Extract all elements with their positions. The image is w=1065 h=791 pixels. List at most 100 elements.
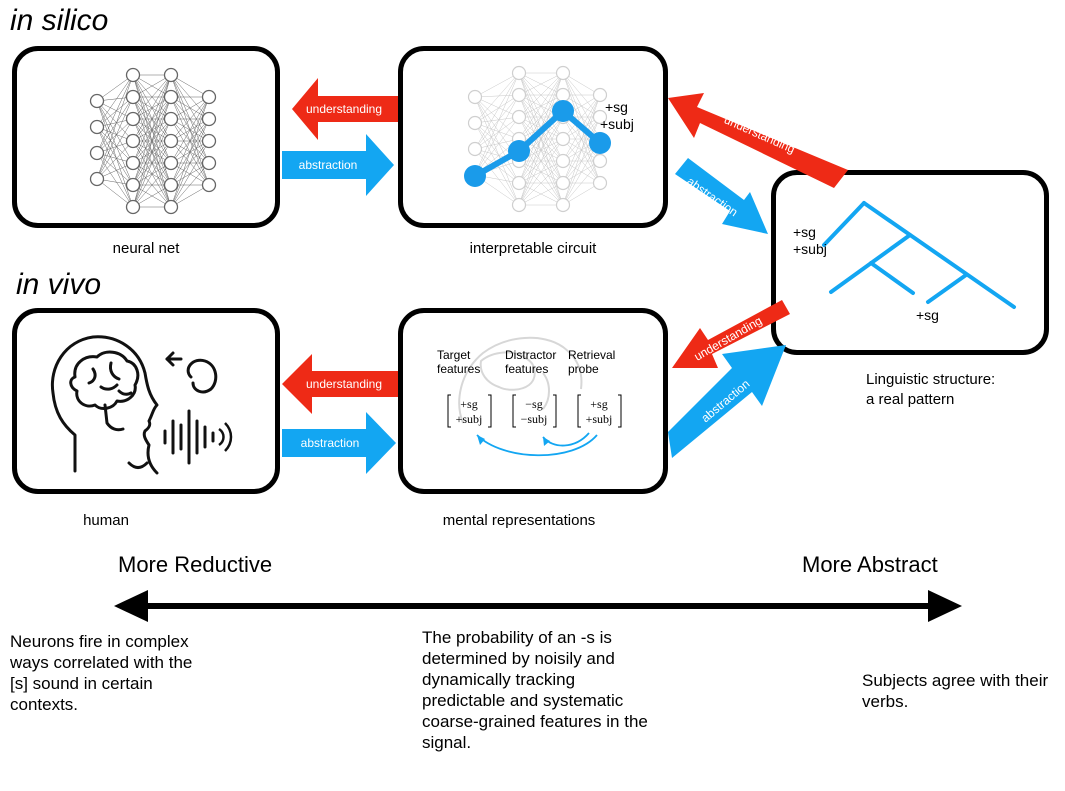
circuit-tag-subj: +subj	[600, 116, 634, 132]
arrow-label: understanding	[692, 313, 765, 363]
right-arrowhead	[928, 590, 962, 622]
retrieval-arrow-short	[542, 432, 590, 447]
circuit-path	[473, 108, 602, 179]
caption-line: Linguistic structure:	[866, 371, 996, 388]
arrowhead	[543, 437, 550, 446]
human-box	[12, 308, 280, 494]
network-edge	[96, 100, 134, 186]
target-heading-2: features	[437, 362, 480, 376]
network-edge	[562, 182, 601, 206]
arrow-label: abstraction	[299, 158, 358, 172]
network-node	[201, 111, 217, 127]
arrow-label: understanding	[306, 377, 382, 391]
network-edge	[474, 72, 520, 124]
probe-value-2: +subj	[586, 412, 613, 426]
network-node	[467, 115, 483, 131]
network-node	[201, 177, 217, 193]
middle-description: The probability of an -s is determined b…	[422, 628, 648, 752]
network-edge	[132, 118, 172, 208]
network-edge	[96, 152, 134, 186]
linguistic-structure-box: +sg +subj +sg	[771, 170, 1049, 355]
network-edge	[562, 160, 601, 206]
network-edge	[170, 96, 210, 142]
distractor-value-1: −sg	[525, 397, 542, 411]
target-heading-1: Target	[437, 348, 471, 362]
network-node	[511, 175, 527, 191]
network-edge	[96, 126, 134, 186]
network-edge	[132, 140, 172, 208]
target-value-2: +subj	[456, 412, 483, 426]
neural-net-caption: neural net	[112, 240, 180, 257]
human-head-speaking-icon	[50, 335, 233, 475]
network-edge	[518, 72, 564, 140]
network-edge	[518, 72, 564, 96]
network-edge	[170, 74, 210, 98]
network-edge	[170, 96, 210, 186]
network-edge	[170, 96, 210, 120]
network-edge	[96, 96, 134, 180]
network-edge	[96, 140, 134, 180]
understanding-arrow-top: understanding	[292, 78, 398, 140]
network-node	[511, 65, 527, 81]
network-edge	[132, 74, 172, 120]
network-node	[511, 87, 527, 103]
network-node	[555, 87, 571, 103]
network-edge	[474, 116, 520, 176]
feature-matrices: Target features Distractor features Retr…	[437, 336, 622, 457]
arrow-label: abstraction	[684, 174, 740, 219]
network-edge	[518, 72, 564, 118]
arrow-label: abstraction	[301, 436, 360, 450]
network-edge	[132, 96, 172, 208]
network-edge	[474, 94, 520, 150]
network-node	[555, 153, 571, 169]
circuit-icon: +sg +subj	[464, 65, 634, 213]
network-edge	[562, 94, 601, 140]
network-edge	[132, 74, 172, 142]
mental-representations-box: Target features Distractor features Retr…	[398, 308, 668, 494]
network-edge	[96, 96, 134, 154]
arrow-label: abstraction	[698, 377, 752, 425]
tree-tag-subj: +subj	[793, 241, 827, 257]
circuit-node	[589, 132, 611, 154]
network-edge	[96, 74, 134, 180]
network-node	[125, 199, 141, 215]
network-node	[555, 131, 571, 147]
network-edge	[96, 118, 134, 154]
network-node	[163, 111, 179, 127]
left-arrowhead	[114, 590, 148, 622]
network-edge	[474, 122, 520, 140]
network-edge	[96, 74, 134, 128]
network-edge	[474, 94, 520, 176]
network-node	[125, 177, 141, 193]
reductive-description: Neurons fire in complex ways correlated …	[10, 632, 193, 714]
abstraction-arrow-diagonal-bottom: abstraction	[668, 345, 786, 458]
network-edge	[562, 116, 601, 206]
network-node	[163, 89, 179, 105]
network-node	[89, 145, 105, 161]
more-reductive-label: More Reductive	[118, 552, 273, 577]
network-edge	[132, 184, 172, 208]
circuit-box: +sg +subj	[398, 46, 668, 228]
network-edge	[96, 118, 134, 180]
network-node	[511, 197, 527, 213]
faded-head-icon	[458, 336, 583, 424]
syntax-tree-icon: +sg +subj +sg	[793, 201, 1016, 323]
distractor-heading-2: features	[505, 362, 548, 376]
tree-tag-sg-bottom: +sg	[916, 307, 939, 323]
network-node	[592, 153, 608, 169]
network-edge	[170, 184, 210, 208]
neural-network-icon	[89, 67, 217, 215]
network-edge	[518, 138, 564, 206]
network-node	[511, 109, 527, 125]
network-edge	[474, 72, 520, 150]
network-node	[592, 109, 608, 125]
network-node	[201, 89, 217, 105]
network-node	[163, 67, 179, 83]
network-edge	[132, 74, 172, 186]
network-edge	[474, 94, 520, 98]
network-edge	[474, 116, 520, 150]
network-node	[201, 133, 217, 149]
retrieval-arrow-long	[476, 434, 598, 457]
circuit-node	[464, 165, 486, 187]
network-edge	[562, 94, 601, 206]
